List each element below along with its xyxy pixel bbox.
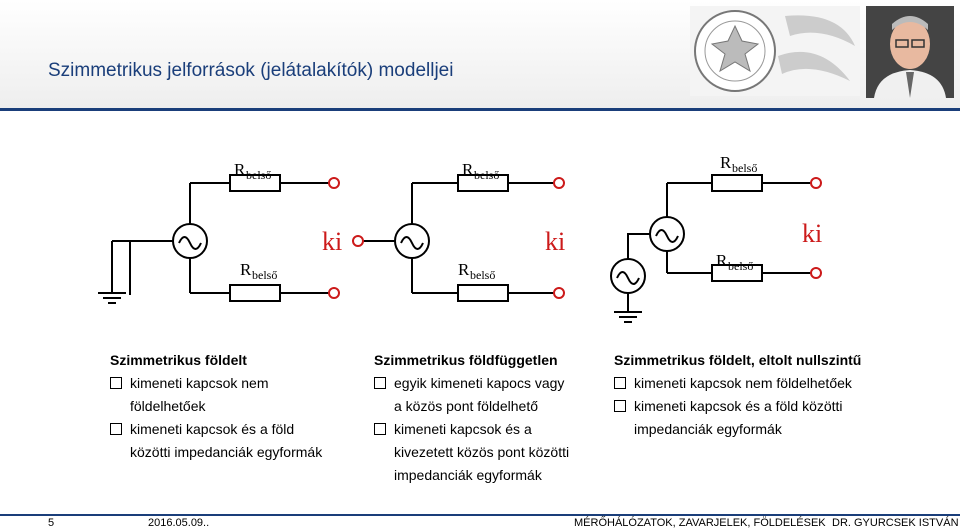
offset-source-icon <box>610 258 646 294</box>
list-item: kimeneti kapcsok és a föld közötti imped… <box>614 395 861 441</box>
resistor-label: R <box>240 260 252 279</box>
list-item: kimeneti kapcsok nem földelhetőek <box>614 372 861 395</box>
list-item: kimeneti kapcsok és a föld közötti imped… <box>110 418 322 464</box>
output-label: ki <box>545 227 565 256</box>
resistor-subscript: belső <box>246 168 271 182</box>
resistor-label: R <box>716 251 728 270</box>
diagram-balanced-offset <box>627 174 812 312</box>
author-portrait-icon <box>866 6 954 98</box>
resistor-subscript: belső <box>474 168 499 182</box>
resistor-subscript: belső <box>470 268 495 282</box>
resistor-subscript: belső <box>728 259 753 273</box>
footer-divider <box>0 514 960 516</box>
ground-icon <box>613 311 643 323</box>
column-heading: Szimmetrikus földelt <box>110 352 247 368</box>
resistor-label: R <box>462 160 474 179</box>
header-divider <box>0 108 960 111</box>
resistor-label: R <box>720 153 732 172</box>
checkbox-bullet-icon <box>614 400 626 412</box>
voltage-source-icon <box>394 223 430 259</box>
output-terminal-icon <box>810 177 822 189</box>
checkbox-bullet-icon <box>110 423 122 435</box>
output-label: ki <box>322 227 342 256</box>
checkbox-bullet-icon <box>374 423 386 435</box>
checkbox-bullet-icon <box>614 377 626 389</box>
resistor-label: R <box>458 260 470 279</box>
output-terminal-icon <box>328 177 340 189</box>
resistor-subscript: belső <box>732 161 757 175</box>
footer-course: MÉRŐHÁLÓZATOK, ZAVARJELEK, FÖLDELÉSEK <box>574 517 826 529</box>
author-photo <box>866 6 954 98</box>
slide-title: Szimmetrikus jelforrások (jelátalakítók)… <box>48 60 454 81</box>
output-terminal-icon <box>553 177 565 189</box>
column-balanced-floating: Szimmetrikus földfüggetlen egyik kimenet… <box>374 349 569 487</box>
list-item: kimeneti kapcsok és a kivezetett közös p… <box>374 418 569 487</box>
footer-author: DR. GYURCSEK ISTVÁN <box>832 517 959 529</box>
diagram-balanced-floating <box>360 174 555 302</box>
output-terminal-icon <box>553 287 565 299</box>
checkbox-bullet-icon <box>110 377 122 389</box>
checkbox-bullet-icon <box>374 377 386 389</box>
column-balanced-offset: Szimmetrikus földelt, eltolt nullszintű … <box>614 349 861 441</box>
column-heading: Szimmetrikus földelt, eltolt nullszintű <box>614 352 862 368</box>
list-item: kimeneti kapcsok nem földelhetőek <box>110 372 322 418</box>
output-label: ki <box>802 219 822 248</box>
page-number: 5 <box>48 517 55 529</box>
resistor-subscript: belső <box>252 268 277 282</box>
voltage-source-icon <box>172 223 208 259</box>
footer-date: 2016.05.09.. <box>148 517 210 529</box>
diagram-balanced-grounded <box>129 174 330 302</box>
ground-icon <box>97 292 127 304</box>
column-heading: Szimmetrikus földfüggetlen <box>374 352 558 368</box>
output-terminal-icon <box>810 267 822 279</box>
list-item: egyik kimeneti kapocs vagy a közös pont … <box>374 372 569 418</box>
voltage-source-icon <box>649 216 685 252</box>
common-terminal-icon <box>352 235 364 247</box>
column-balanced-grounded: Szimmetrikus földelt kimeneti kapcsok ne… <box>110 349 322 464</box>
university-logo-icon <box>690 6 860 96</box>
output-terminal-icon <box>328 287 340 299</box>
resistor-label: R <box>234 160 246 179</box>
circuit-diagrams: ki R belső R belső ki R belső R belső <box>97 153 822 323</box>
